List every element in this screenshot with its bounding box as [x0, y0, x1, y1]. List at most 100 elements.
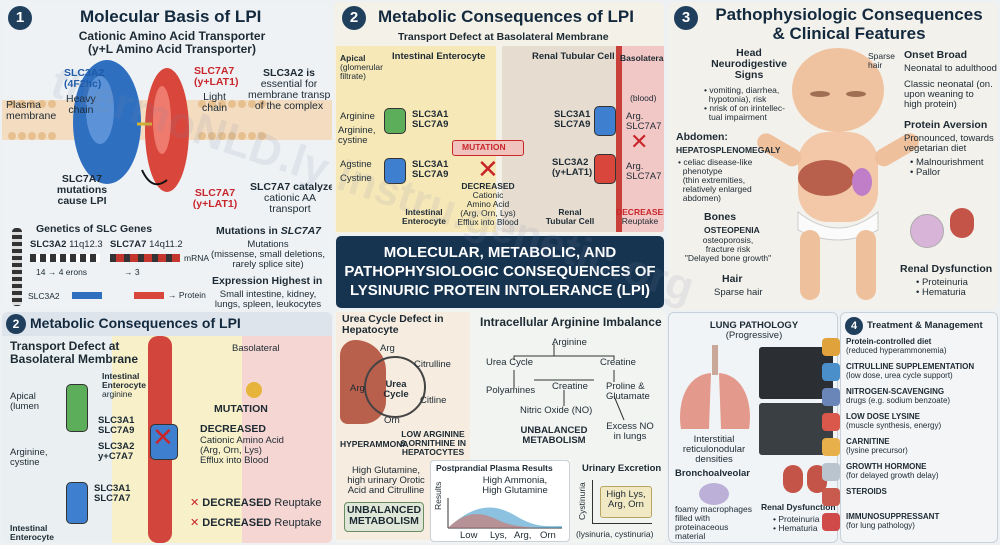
urea-citrulline: Citrulline — [414, 359, 451, 370]
reuptake-row-2: ✕ DECREASED Reuptake — [190, 517, 322, 529]
abdomen-sub: HEPATOSPLENOMEGALY — [676, 145, 781, 155]
treatment-icon — [822, 463, 840, 481]
renal-label: Renal Tubular Cell — [532, 51, 615, 62]
slc3a2-protein-bar — [72, 292, 102, 299]
plasma-chart-title: Postprandial Plasma Results — [436, 463, 553, 473]
panel-subtitle: Cationic Amino Acid Transporter(y+L Amin… — [78, 29, 266, 56]
treatment-icon — [822, 413, 840, 431]
decreased-sub: Cationic Amino Acid(Arg, Orn, Lys)Efflux… — [200, 435, 284, 466]
treatment-item-sub: (muscle synthesis, energy) — [846, 420, 942, 430]
hair-text: Sparse hair — [714, 287, 763, 298]
lung-title: LUNG PATHOLOGY(Progressive) — [709, 320, 799, 341]
mutation-label: MUTATION — [214, 403, 268, 415]
hyperammonemia-label: HYPERAMMONA — [340, 439, 409, 449]
kidney-icon — [783, 465, 803, 493]
treatment-icon — [822, 363, 840, 381]
treatment-icon — [822, 388, 840, 406]
expression-title: Expression Highest in — [212, 275, 323, 287]
genetics-title: Genetics of SLC Genes — [36, 223, 153, 235]
renal-transporter-red — [594, 154, 616, 184]
treatment-item-sub: (low dose, urea cycle support) — [846, 370, 953, 380]
lumen-region — [2, 336, 112, 543]
head-list: • vomiting, diarrhea, hypotonia), risk• … — [704, 85, 785, 122]
panel-title: Molecular Basis of LPI — [80, 7, 262, 26]
treatment-icon — [822, 438, 840, 456]
urea-cycle-ring — [364, 356, 426, 418]
treatment-item-title: STEROIDS — [846, 487, 887, 496]
arg-no: Nitric Oxide (NO) — [520, 405, 593, 416]
treatment-icon — [822, 513, 840, 531]
treatment-item-title: NITROGEN-SCAVENGING — [846, 387, 945, 396]
blood-x-icon: ✕ — [630, 129, 649, 154]
x-icon: ✕ — [190, 497, 200, 509]
light-chain-label: Light chain — [202, 91, 228, 115]
blue-transporter — [150, 424, 178, 460]
blood-region — [242, 336, 332, 543]
panel-title: Metabolic Consequences of LPI — [30, 315, 241, 331]
green-transporter — [66, 384, 88, 432]
panel-metabolic-bottom: 2 Metabolic Consequences of LPI Transpor… — [2, 312, 332, 543]
xray-image-2 — [759, 403, 833, 455]
panel-pathophysiology: 3 Pathophysiologic Consequences& Clinica… — [668, 2, 998, 310]
bones-title: Bones — [704, 211, 737, 223]
arginine-molecule-icon — [246, 382, 262, 398]
tissue-icon — [910, 214, 944, 248]
urine-chart-title: Urinary Excretion — [582, 463, 662, 474]
lung-renal-title: Renal Dysfunction — [761, 502, 836, 512]
treatment-item-title: LOW DOSE LYSINE — [846, 412, 920, 421]
mutation-x-icon: ✕ — [152, 422, 174, 452]
arg-cys-label: Arginine,cystine — [338, 125, 376, 146]
urine-chart-ylabel: Cystinuria — [577, 482, 587, 520]
panel-metabolic-top: 2 Metabolic Consequences of LPI Transpor… — [334, 2, 664, 234]
urine-box — [600, 486, 652, 518]
gene1-label: SLC3A2 11q12.3 — [30, 239, 103, 250]
treatment-item: STEROIDS — [846, 487, 887, 497]
treatment-item-sub: (for lung pathology) — [846, 520, 915, 530]
exon-right: → 3 — [124, 267, 140, 277]
renal-cell-region — [502, 46, 620, 232]
mrna-label: mRNA — [184, 253, 210, 263]
urine-box-text: High Lys,Arg, Orn — [606, 489, 646, 510]
agstine-label: Agstine — [340, 159, 372, 170]
mutation-box — [452, 140, 524, 156]
panel-badge: 2 — [6, 314, 26, 334]
slc3a2-protein-label: SLC3A2 — [28, 291, 60, 301]
renal-slc3a2: SLC3A2(y+LAT1) — [552, 157, 593, 178]
arg-creatine2: Creatine — [552, 381, 588, 392]
treatment-item-sub: (for delayed growth delay) — [846, 470, 939, 480]
liver-shape — [798, 160, 854, 196]
blood-label: (blood) — [630, 93, 657, 103]
treatment-item-title: CITRULLINE SUPPLEMENTATION — [846, 362, 975, 371]
cystine-label: Cystine — [340, 173, 372, 184]
urine-axis — [592, 480, 652, 524]
plasma-chart-annotation: High Ammonia,High Glutamine — [482, 475, 548, 496]
panel-badge: 3 — [674, 6, 698, 30]
treatment-title: Treatment & Management — [867, 320, 983, 331]
plasma-chart-ylabel: Results — [433, 481, 443, 510]
infant-illustration — [757, 48, 919, 300]
unbalanced-box — [344, 502, 424, 532]
renal-transporter-blue — [594, 106, 616, 136]
arg-arginine: Arginine — [552, 337, 587, 348]
hair-title: Hair — [722, 273, 743, 285]
treatment-item-sub: (lysine precursor) — [846, 445, 908, 455]
treatment-item-title: CARNITINE — [846, 437, 890, 446]
lungs-illustration — [680, 345, 750, 429]
plasma-membrane-label: Plasma membrane — [6, 99, 57, 123]
treatment-item: Protein-controlled diet(reduced hyperamm… — [846, 337, 947, 356]
gene2-bar — [110, 254, 180, 262]
plasma-xtick-2: Arg, — [514, 530, 532, 541]
slc7a7-bottom-label: SLC7A7(y+LAT1) — [192, 187, 238, 211]
